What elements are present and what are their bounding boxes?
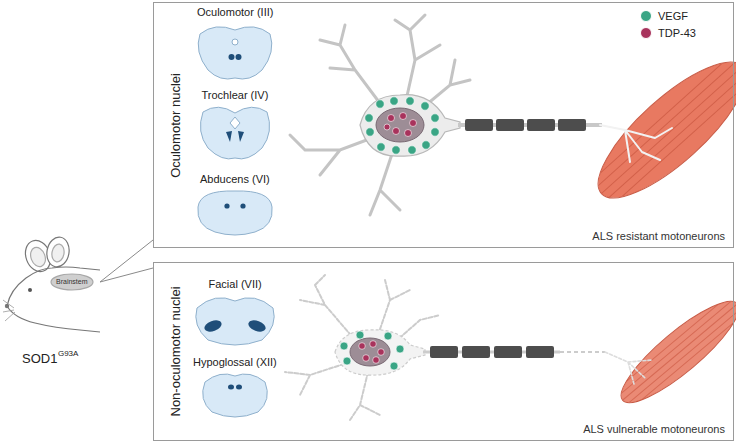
nucleus-label: Trochlear (IV) [202,89,269,102]
connector-line [100,268,153,282]
connector-line [100,240,153,282]
nucleus-label: Abducens (VI) [200,173,270,186]
genotype-label: SOD1 [22,352,57,367]
legend-swatch [640,27,652,39]
legend: VEGF TDP-43 [640,7,696,41]
legend-swatch [640,10,652,22]
legend-text: VEGF [658,10,688,22]
leader-connector [100,268,153,282]
nucleus-label: Oculomotor (III) [197,6,273,19]
group-label: Oculomotor nuclei [168,73,183,178]
legend-row: TDP-43 [640,24,696,41]
legend-text: TDP-43 [658,27,696,39]
nucleus-label: Hypoglossal (XII) [193,356,277,369]
mouse-figure [3,235,100,332]
legend-row: VEGF [640,7,696,24]
nuclei-panel: Oculomotor nucleiALS resistant motoneuro… [153,2,734,248]
group-label: Non-oculomotor nuclei [169,286,184,416]
mouse-figure-node: Brainstem [0,228,100,340]
genotype-superscript: G93A [58,349,78,358]
panel-caption: ALS vulnerable motoneurons [583,423,725,436]
panel-caption: ALS resistant motoneurons [592,230,725,243]
vulnerable-motoneuron [285,275,736,420]
nucleus-label: Facial (VII) [209,278,262,291]
resistant-motoneuron [290,15,736,222]
leader-connector [100,240,153,282]
region-label: Brainstem [56,278,88,286]
